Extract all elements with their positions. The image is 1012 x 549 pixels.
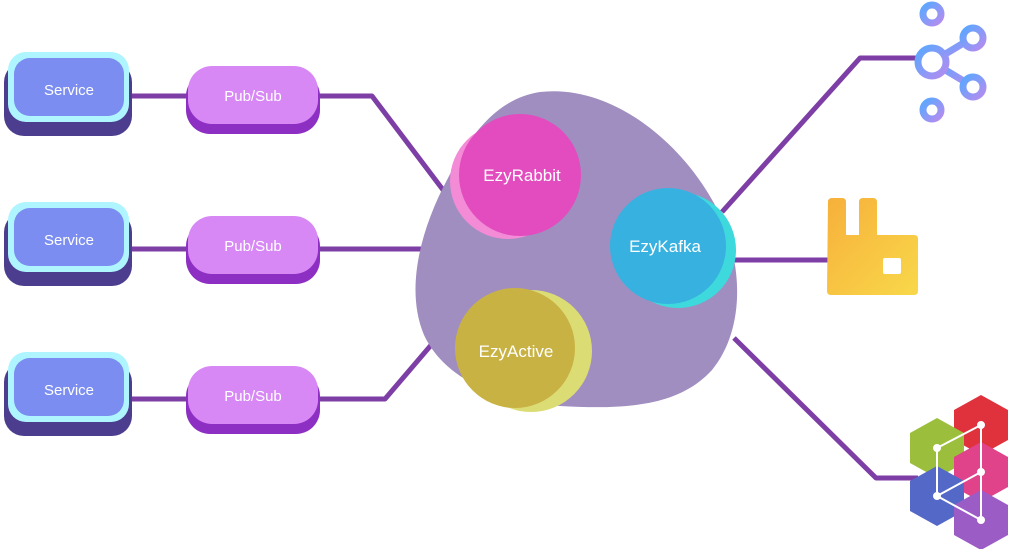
service-node[interactable]: [14, 358, 124, 416]
pubsub-node[interactable]: [188, 366, 318, 424]
connector-line: [720, 55, 928, 214]
ezykafka-client[interactable]: EzyKafka: [610, 188, 736, 308]
pubsub-label: Pub/Sub: [224, 238, 282, 255]
kafka-logo-icon: [914, 1, 987, 123]
connector-line: [732, 336, 918, 481]
ezyrabbit-label: EzyRabbit: [483, 166, 561, 185]
service-node[interactable]: [14, 208, 124, 266]
service-row: Service Pub/Sub: [4, 52, 320, 136]
pubsub-label: Pub/Sub: [224, 388, 282, 405]
connectors-left: [126, 93, 464, 402]
pubsub-node[interactable]: [188, 216, 318, 274]
service-label: Service: [44, 232, 94, 249]
ezyactive-circle: [455, 288, 575, 408]
ezyactive-client[interactable]: EzyActive: [455, 288, 592, 412]
pubsub-label: Pub/Sub: [224, 88, 282, 105]
connectors-right: [720, 55, 928, 481]
service-label: Service: [44, 82, 94, 99]
pubsub-node[interactable]: [188, 66, 318, 124]
service-row: Service Pub/Sub: [4, 352, 320, 436]
ezykafka-circle: [610, 188, 726, 304]
activemq-logo-icon: [910, 395, 1008, 549]
connector-line: [318, 93, 464, 217]
service-node[interactable]: [14, 58, 124, 116]
connector-line: [318, 342, 434, 402]
ezyrabbit-client[interactable]: EzyRabbit: [450, 114, 581, 239]
service-label: Service: [44, 382, 94, 399]
ezykafka-label: EzyKafka: [629, 237, 701, 256]
ezyrabbit-circle: [459, 114, 581, 236]
rabbitmq-logo-icon: [827, 198, 918, 295]
ezyactive-label: EzyActive: [479, 342, 554, 361]
service-row: Service Pub/Sub: [4, 202, 320, 286]
